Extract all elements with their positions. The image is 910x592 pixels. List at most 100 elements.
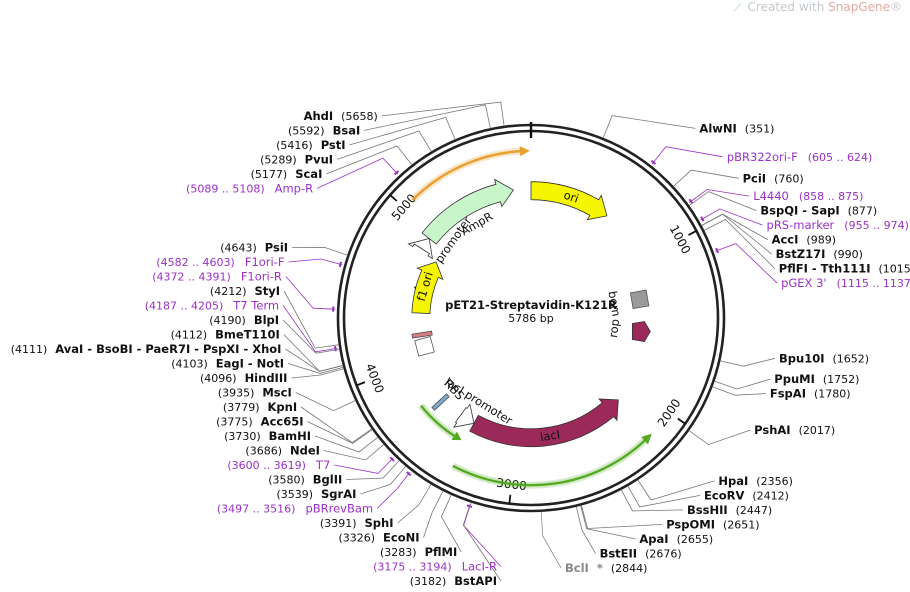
site-pos-label: (3935) (218, 387, 255, 400)
primer-label: (3175 .. 3194)LacI-R (373, 560, 497, 574)
site-leader (300, 406, 373, 444)
primer-range-label: (605 .. 624) (808, 151, 873, 164)
site-leader (703, 219, 776, 269)
site-leader (307, 421, 373, 444)
site-name: BspQI - SapI (760, 204, 839, 218)
restriction-site-label: PciI(760) (743, 171, 804, 185)
site-leader (314, 435, 379, 453)
site-pos-label: (5592) (288, 124, 325, 137)
restriction-site-label: (3730)BamHI (224, 429, 311, 443)
restriction-site-label: (3779)KpnI (223, 400, 297, 414)
watermark-brand: SnapGene (828, 0, 890, 14)
watermark-prefix: Created with (747, 0, 829, 14)
restriction-site-label: (3391)SphI (320, 516, 394, 530)
site-leader (285, 348, 343, 372)
restriction-site-label: (4103)EagI - NotI (171, 357, 284, 371)
restriction-site-label: (3539)SgrAI (276, 487, 356, 501)
site-pos-label: (5289) (260, 153, 297, 166)
site-leader (283, 290, 339, 349)
restriction-site-label: AlwNI(351) (699, 121, 774, 135)
site-leader (714, 378, 771, 390)
site-leader (720, 357, 776, 367)
primer-range-label: (4187 .. 4205) (145, 300, 224, 313)
site-leader (701, 213, 772, 255)
site-pos-label: (877) (848, 205, 878, 218)
site-pos-label: (3391) (320, 517, 357, 530)
rop-label: rop (606, 318, 622, 338)
site-pos-label: (1752) (823, 373, 860, 386)
restriction-site-label: ApaI(2655) (639, 532, 713, 546)
restriction-site-label: (4190)BlpI (209, 313, 279, 327)
site-name: BmeT110I (215, 328, 280, 342)
primer-binding-mark (700, 216, 705, 222)
site-leader (292, 246, 348, 256)
primer-label: (4372 .. 4391)F1ori-R (152, 270, 282, 284)
primer-leader (376, 471, 411, 509)
restriction-site-label: (4111)AvaI - BsoBI - PaeR7I - PspXI - Xh… (11, 342, 282, 356)
primer-binding-mark (650, 160, 657, 165)
site-name: AlwNI (699, 121, 736, 135)
site-leader (336, 130, 432, 160)
site-name: PvuI (305, 152, 333, 166)
AmpR-feature (421, 178, 514, 245)
primer-binding-mark (389, 456, 395, 462)
restriction-site-label: PflFI - Tth111I(1015) (779, 262, 910, 276)
site-leader (291, 368, 344, 379)
site-marker: * (597, 561, 603, 575)
primer-label: (3600 .. 3619)T7 (227, 458, 330, 472)
site-pos-label: (2655) (677, 533, 714, 546)
lacI-outer-arc-arc (452, 437, 648, 487)
primer-binding-mark (466, 504, 473, 508)
restriction-site-label: BstEII(2676) (600, 546, 682, 560)
site-name: Acc65I (261, 415, 304, 429)
site-leader (627, 485, 701, 508)
primer-range-label: (4582 .. 4603) (156, 256, 235, 269)
scale-tick (356, 381, 366, 387)
snapgene-logo-icon: ⟋ (733, 1, 742, 14)
rop-feature (631, 321, 651, 342)
site-pos-label: (2356) (756, 475, 793, 488)
site-pos-label: (4643) (220, 242, 257, 255)
site-leader (440, 494, 462, 553)
site-leader (580, 505, 636, 540)
primer-leader (462, 504, 502, 567)
primer-name: LacI-R (462, 560, 497, 574)
primer-label: pBR322ori-F (605 .. 624) (727, 150, 872, 164)
label-layer: AlwNI(351) pBR322ori-F (605 .. 624) PciI(76… (11, 109, 910, 588)
site-leader (575, 506, 596, 554)
primer-range-label: (1115 .. 1137) (837, 277, 910, 290)
restriction-site-label: PspOMI(2651) (666, 517, 759, 531)
site-name: BamHI (269, 429, 311, 443)
f1-ori-feature (411, 261, 444, 314)
site-pos-label: (5658) (341, 110, 378, 123)
restriction-site-label: Bpu10I(1652) (779, 351, 869, 365)
scale-tick (688, 230, 697, 236)
restriction-site-label: (3686)NdeI (245, 444, 320, 458)
site-pos-label: (4103) (171, 358, 208, 371)
primer-name: pRS-marker (767, 218, 835, 232)
primer-name: pBR322ori-F (727, 150, 798, 164)
primer-leader (334, 457, 394, 474)
lacI-feature (469, 398, 619, 448)
restriction-site-label: (5416)PstI (276, 138, 345, 152)
site-name: BstZ17I (776, 247, 826, 261)
site-leader (688, 191, 757, 211)
site-name: BsaI (333, 123, 361, 137)
site-leader (349, 116, 456, 146)
scale-tick-label: 4000 (363, 362, 387, 396)
scale-tick (508, 494, 512, 504)
site-pos-label: (3326) (338, 532, 375, 545)
site-leader (360, 465, 407, 495)
bom-label: bom (605, 290, 623, 318)
site-name: BlpI (254, 313, 279, 327)
primer-leader (700, 208, 763, 226)
lacI-promoter-feature (452, 403, 475, 428)
primer-label: (5089 .. 5108)Amp-R (186, 181, 313, 195)
site-name: ScaI (295, 167, 322, 181)
site-leader (323, 444, 385, 461)
site-name: PsiI (265, 241, 288, 255)
site-pos-label: (3580) (268, 474, 305, 487)
restriction-site-label: FspAI(1780) (770, 387, 851, 401)
site-name: BstEII (600, 546, 638, 560)
